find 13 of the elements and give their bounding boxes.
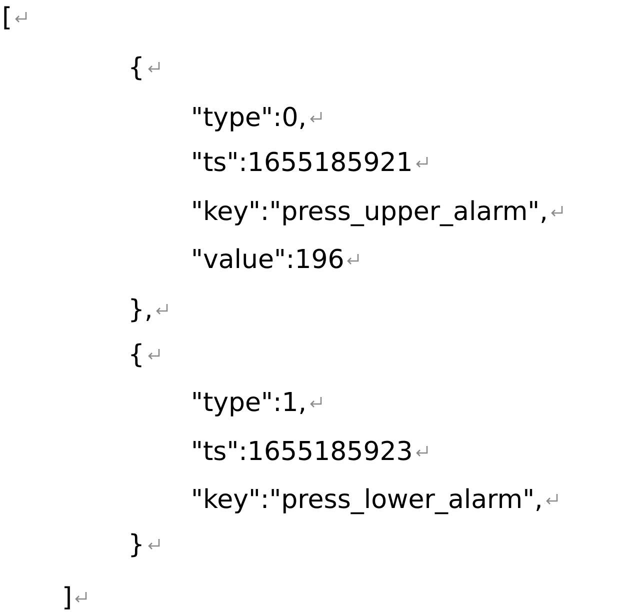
code-line: { — [128, 339, 145, 372]
code-line: { — [128, 52, 145, 85]
code-line: "type":0, — [191, 102, 307, 135]
code-line: "key":"press_upper_alarm", — [191, 196, 548, 229]
code-line: }, — [128, 294, 153, 327]
code-line: ] — [62, 582, 72, 614]
code-line: [ — [2, 2, 12, 35]
code-line: } — [128, 529, 145, 562]
code-line: "type":1, — [191, 387, 307, 420]
code-line: "ts":1655185923 — [191, 436, 413, 469]
code-line: "ts":1655185921 — [191, 147, 413, 180]
code-line: "key":"press_lower_alarm", — [191, 484, 543, 517]
code-line: "value":196 — [191, 244, 344, 277]
